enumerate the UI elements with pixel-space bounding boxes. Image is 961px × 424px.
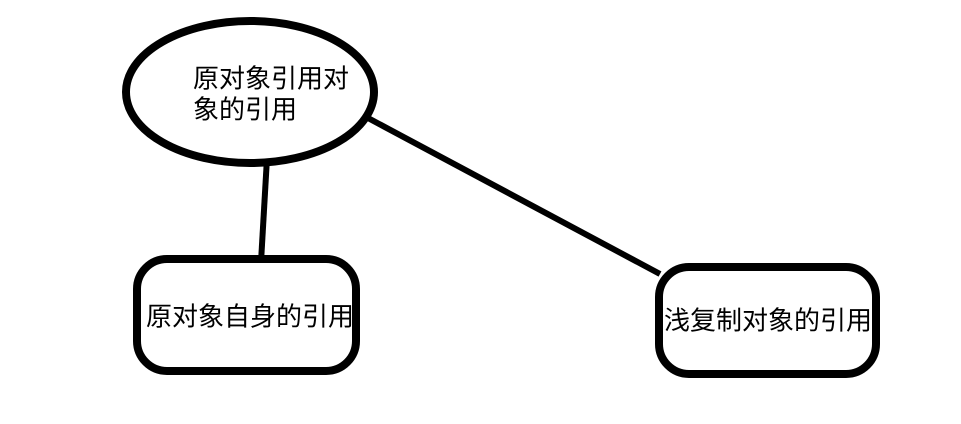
edge-ellipse-to-left-box (258, 157, 270, 263)
node-original-object-reference-to-object-reference[interactable]: 原对象引用对 象的引用 (122, 17, 378, 167)
node-label: 原对象自身的引用 (146, 303, 354, 333)
rounded-rect-shape (133, 255, 360, 375)
node-shallow-copy-object-reference[interactable]: 浅复制对象的引用 (655, 263, 880, 378)
node-original-object-own-reference[interactable]: 原对象自身的引用 (133, 255, 360, 375)
node-label: 浅复制对象的引用 (664, 307, 872, 337)
node-label-line-1: 原对象引用对 (193, 65, 349, 95)
edge-ellipse-to-right-box (366, 115, 662, 277)
node-label-line-2: 象的引用 (193, 96, 297, 126)
ellipse-shape (122, 17, 378, 167)
rounded-rect-shape (655, 263, 880, 378)
